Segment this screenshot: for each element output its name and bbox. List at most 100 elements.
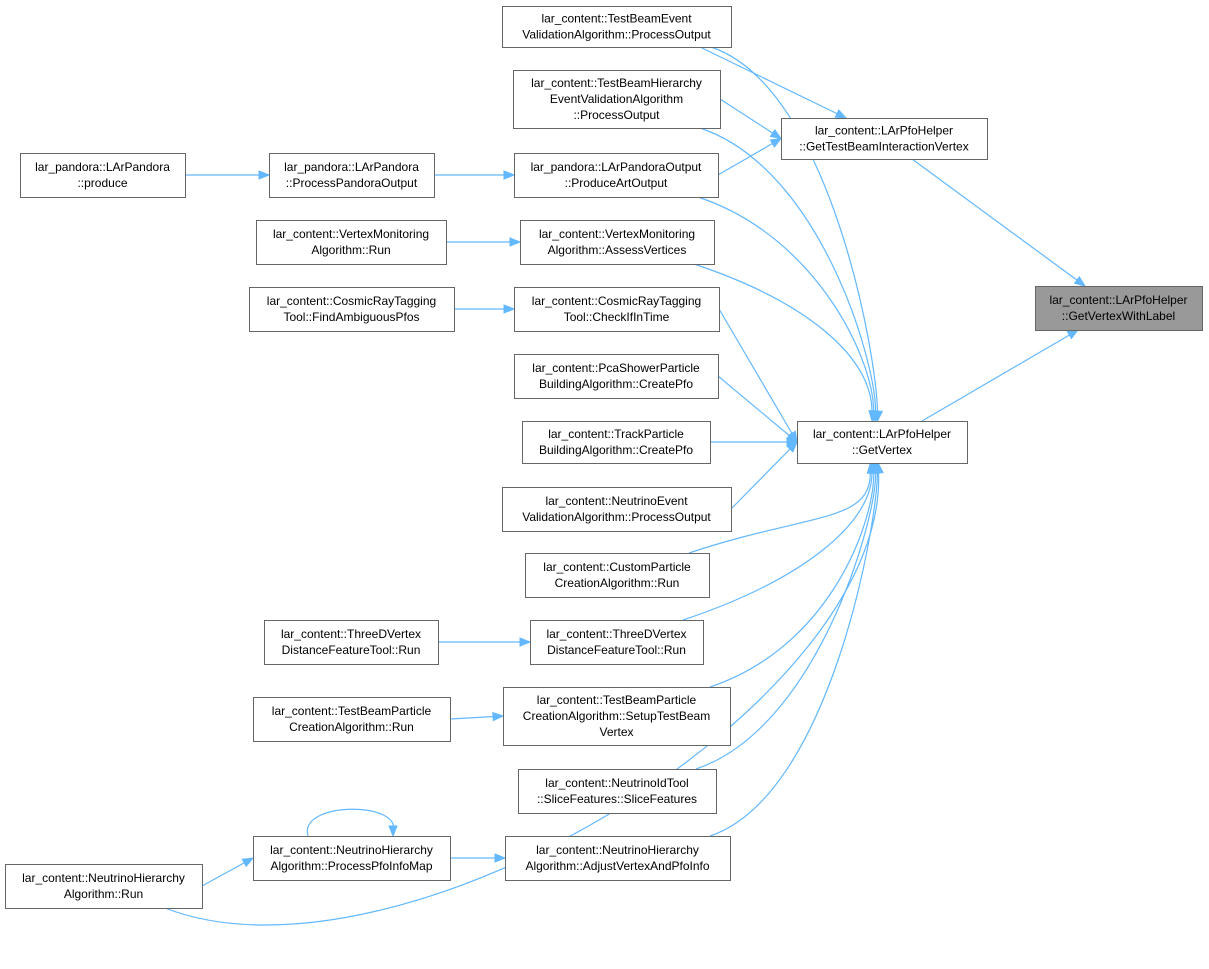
node-label: ::GetTestBeamInteractionVertex <box>799 140 968 154</box>
node-label: lar_content::CustomParticle <box>543 560 691 574</box>
node-box <box>264 620 439 665</box>
node-tbhier[interactable]: lar_content::TestBeamHierarchyEventValid… <box>513 70 721 129</box>
node-label: lar_content::VertexMonitoring <box>539 227 695 241</box>
node-box <box>20 153 186 198</box>
node-target[interactable]: lar_content::LArPfoHelper::GetVertexWith… <box>1035 286 1203 331</box>
node-box <box>781 118 988 160</box>
node-label: lar_content::NeutrinoHierarchy <box>22 871 185 885</box>
node-label: Tool::FindAmbiguousPfos <box>283 310 419 324</box>
edge-line <box>699 127 877 412</box>
node-nhrun[interactable]: lar_content::NeutrinoHierarchyAlgorithm:… <box>5 864 203 909</box>
arrow-head-icon <box>1073 275 1087 287</box>
node-box <box>518 769 717 814</box>
arrow-head-icon <box>519 637 532 647</box>
edge-trackpart-to-getvertex <box>710 437 799 447</box>
node-crtfind[interactable]: lar_content::CosmicRayTaggingTool::FindA… <box>249 287 455 332</box>
edge-tbhier-to-tbiv <box>719 98 783 140</box>
node-crtcheck[interactable]: lar_content::CosmicRayTaggingTool::Check… <box>514 287 720 332</box>
node-label: lar_content::NeutrinoHierarchy <box>536 843 699 857</box>
node-box <box>502 6 732 48</box>
node-label: lar_pandora::LArPandora <box>284 160 419 174</box>
node-label: lar_content::NeutrinoHierarchy <box>270 843 433 857</box>
node-nuid[interactable]: lar_content::NeutrinoIdTool::SliceFeatur… <box>518 769 717 814</box>
node-label: lar_content::LArPfoHelper <box>813 427 951 441</box>
node-getvertex[interactable]: lar_content::LArPfoHelper::GetVertex <box>797 421 968 464</box>
node-tbsetup[interactable]: lar_content::TestBeamParticleCreationAlg… <box>503 687 731 746</box>
edge-line <box>699 46 847 119</box>
node-box <box>269 153 435 198</box>
node-vmassess[interactable]: lar_content::VertexMonitoringAlgorithm::… <box>520 220 715 265</box>
node-label: Algorithm::Run <box>64 887 143 901</box>
arrow-head-icon <box>509 237 522 247</box>
edge-line <box>718 308 798 443</box>
arrow-head-icon <box>258 170 271 180</box>
edge-pcashower-to-getvertex <box>717 375 799 443</box>
node-nhproc[interactable]: lar_content::NeutrinoHierarchyAlgorithm:… <box>253 836 451 881</box>
node-tbrun[interactable]: lar_content::TestBeamParticleCreationAlg… <box>253 697 451 742</box>
node-pcashower[interactable]: lar_content::PcaShowerParticleBuildingAl… <box>514 354 719 399</box>
node-tbiv[interactable]: lar_content::LArPfoHelper::GetTestBeamIn… <box>781 118 988 160</box>
node-label: lar_pandora::LArPandoraOutput <box>531 160 702 174</box>
node-vmrun[interactable]: lar_content::VertexMonitoringAlgorithm::… <box>256 220 447 265</box>
node-produceart[interactable]: lar_pandora::LArPandoraOutput::ProduceAr… <box>514 153 719 198</box>
edge-line <box>710 46 878 412</box>
node-box <box>514 153 719 198</box>
edge-tbiv-to-target <box>911 158 1087 287</box>
node-tdvrun[interactable]: lar_content::ThreeDVertexDistanceFeature… <box>530 620 704 665</box>
edge-line <box>730 441 798 510</box>
node-box <box>797 421 968 464</box>
node-box <box>5 864 203 909</box>
edge-line <box>911 158 1086 287</box>
node-label: lar_content::ThreeDVertex <box>546 627 686 641</box>
edge-nhadjust-to-getvertex <box>709 461 884 837</box>
edge-tdvrun2-to-tdvrun <box>438 637 532 647</box>
node-box <box>525 553 710 598</box>
node-label: Algorithm::Run <box>311 243 390 257</box>
arrow-head-icon <box>1066 329 1080 340</box>
arrow-head-icon <box>503 304 516 314</box>
edge-getvertex-to-target <box>921 329 1080 422</box>
node-label: lar_content::TrackParticle <box>548 427 684 441</box>
node-procpandora[interactable]: lar_pandora::LArPandora::ProcessPandoraO… <box>269 153 435 198</box>
node-nhadjust[interactable]: lar_content::NeutrinoHierarchyAlgorithm:… <box>505 836 731 881</box>
edge-nhproc-to-nhadjust <box>450 853 507 863</box>
edge-line <box>693 263 873 412</box>
edge-tbevent-to-tbiv <box>699 46 848 119</box>
node-box <box>522 421 711 464</box>
node-box <box>513 70 721 129</box>
node-nuevent[interactable]: lar_content::NeutrinoEventValidationAlgo… <box>502 487 732 532</box>
edge-line <box>688 472 871 554</box>
edge-procpandora-to-produceart <box>434 170 516 180</box>
node-trackpart[interactable]: lar_content::TrackParticleBuildingAlgori… <box>522 421 711 464</box>
node-produce[interactable]: lar_pandora::LArPandora::produce <box>20 153 186 198</box>
nodes-layer: lar_content::LArPfoHelper::GetVertexWith… <box>5 6 1203 909</box>
node-label: lar_content::NeutrinoIdTool <box>545 776 688 790</box>
node-label: Vertex <box>599 725 633 739</box>
node-label: lar_content::VertexMonitoring <box>273 227 429 241</box>
node-label: lar_content::ThreeDVertex <box>281 627 421 641</box>
node-custompart[interactable]: lar_content::CustomParticleCreationAlgor… <box>525 553 710 598</box>
node-box <box>514 287 720 332</box>
edge-line <box>717 375 798 443</box>
node-box <box>520 220 715 265</box>
edge-line <box>697 196 875 412</box>
node-label: BuildingAlgorithm::CreatePfo <box>539 377 693 391</box>
node-label: lar_content::PcaShowerParticle <box>532 361 700 375</box>
edge-nhproc-to-nhproc <box>306 808 398 838</box>
arrow-head-icon <box>388 825 398 838</box>
node-tdvrun2[interactable]: lar_content::ThreeDVertexDistanceFeature… <box>264 620 439 665</box>
edge-line <box>695 472 877 770</box>
edge-vmassess-to-getvertex <box>693 263 878 423</box>
arrow-head-icon <box>769 137 783 148</box>
node-tbevent[interactable]: lar_content::TestBeamEventValidationAlgo… <box>502 6 732 48</box>
edge-line <box>306 808 395 837</box>
node-label: ::ProcessPandoraOutput <box>286 176 418 190</box>
arrow-head-icon <box>241 857 255 868</box>
arrow-head-icon <box>494 853 507 863</box>
node-label: BuildingAlgorithm::CreatePfo <box>539 443 693 457</box>
node-label: ::SliceFeatures::SliceFeatures <box>537 792 697 806</box>
edge-produce-to-procpandora <box>185 170 271 180</box>
edge-produceart-to-tbiv <box>717 137 783 176</box>
node-label: EventValidationAlgorithm <box>550 92 683 106</box>
node-label: lar_content::TestBeamParticle <box>272 704 432 718</box>
